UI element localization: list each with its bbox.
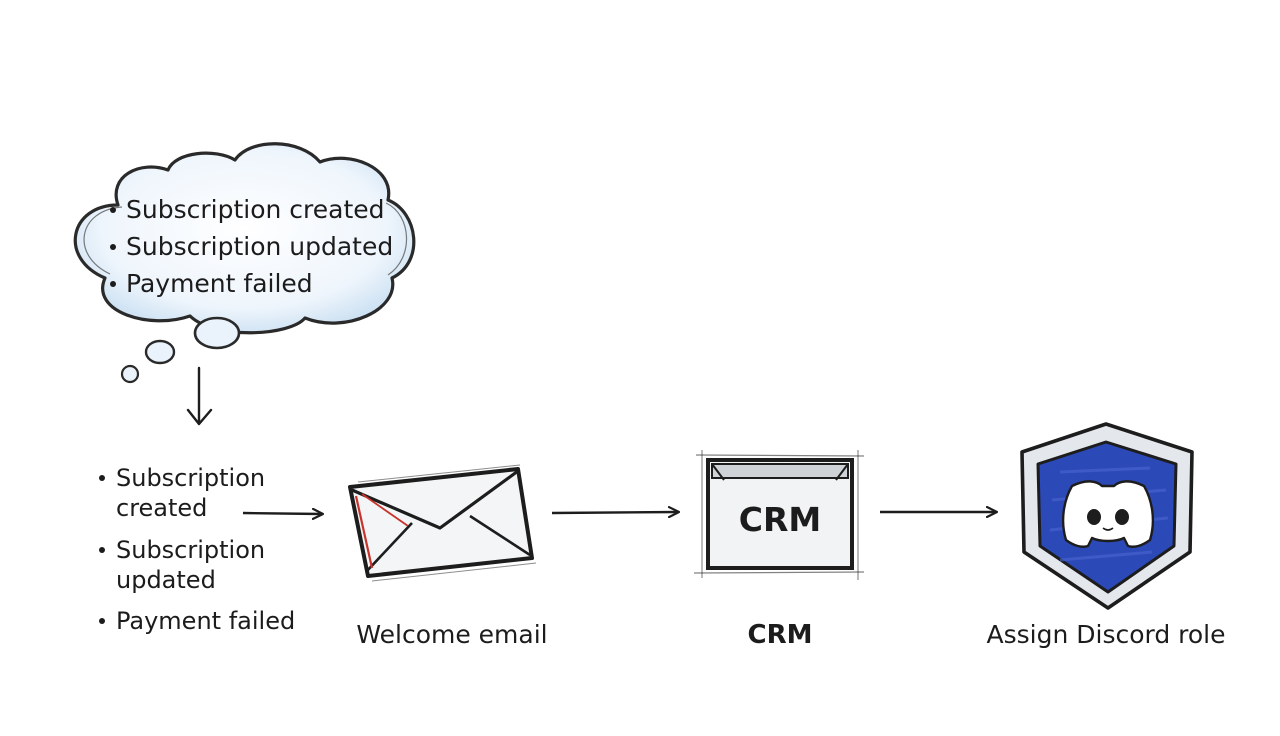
bullet-dot bbox=[110, 281, 116, 287]
down-arrow bbox=[186, 366, 213, 426]
crm-box-icon: CRM bbox=[693, 450, 865, 580]
thought-cloud: Subscription created Subscription update… bbox=[73, 142, 416, 384]
email-caption: Welcome email bbox=[356, 620, 547, 649]
envelope-icon bbox=[348, 464, 537, 582]
discord-eye-left bbox=[1087, 509, 1101, 525]
discord-shield-icon bbox=[1020, 422, 1194, 610]
bullet-dot bbox=[99, 618, 105, 624]
crm-box-label: CRM bbox=[739, 500, 821, 539]
thought-bubble-large bbox=[193, 316, 241, 350]
cloud-item-3: Payment failed bbox=[126, 269, 313, 298]
discord-logo bbox=[1061, 480, 1155, 548]
events-item-2-line-1: Subscription bbox=[116, 536, 265, 564]
crm-caption: CRM bbox=[748, 620, 813, 650]
cloud-item-1: Subscription created bbox=[126, 195, 385, 224]
events-item-3: Payment failed bbox=[116, 607, 295, 635]
bullet-dot bbox=[99, 547, 105, 553]
events-item-2-line-2: updated bbox=[116, 566, 216, 594]
events-list: Subscription created Subscription update… bbox=[99, 464, 295, 635]
cloud-shape bbox=[73, 142, 416, 335]
bullet-dot bbox=[110, 244, 116, 250]
bullet-dot bbox=[99, 475, 105, 481]
arrow-to-crm bbox=[551, 512, 678, 513]
events-item-1-line-1: Subscription bbox=[116, 464, 265, 492]
thought-bubble-small bbox=[120, 364, 140, 384]
events-item-1-line-2: created bbox=[116, 494, 207, 522]
thought-bubble-medium bbox=[144, 339, 176, 365]
arrow-to-email bbox=[242, 513, 322, 514]
discord-caption: Assign Discord role bbox=[986, 620, 1225, 649]
cloud-item-2: Subscription updated bbox=[126, 232, 393, 261]
discord-eye-right bbox=[1115, 509, 1129, 525]
bullet-dot bbox=[110, 207, 116, 213]
